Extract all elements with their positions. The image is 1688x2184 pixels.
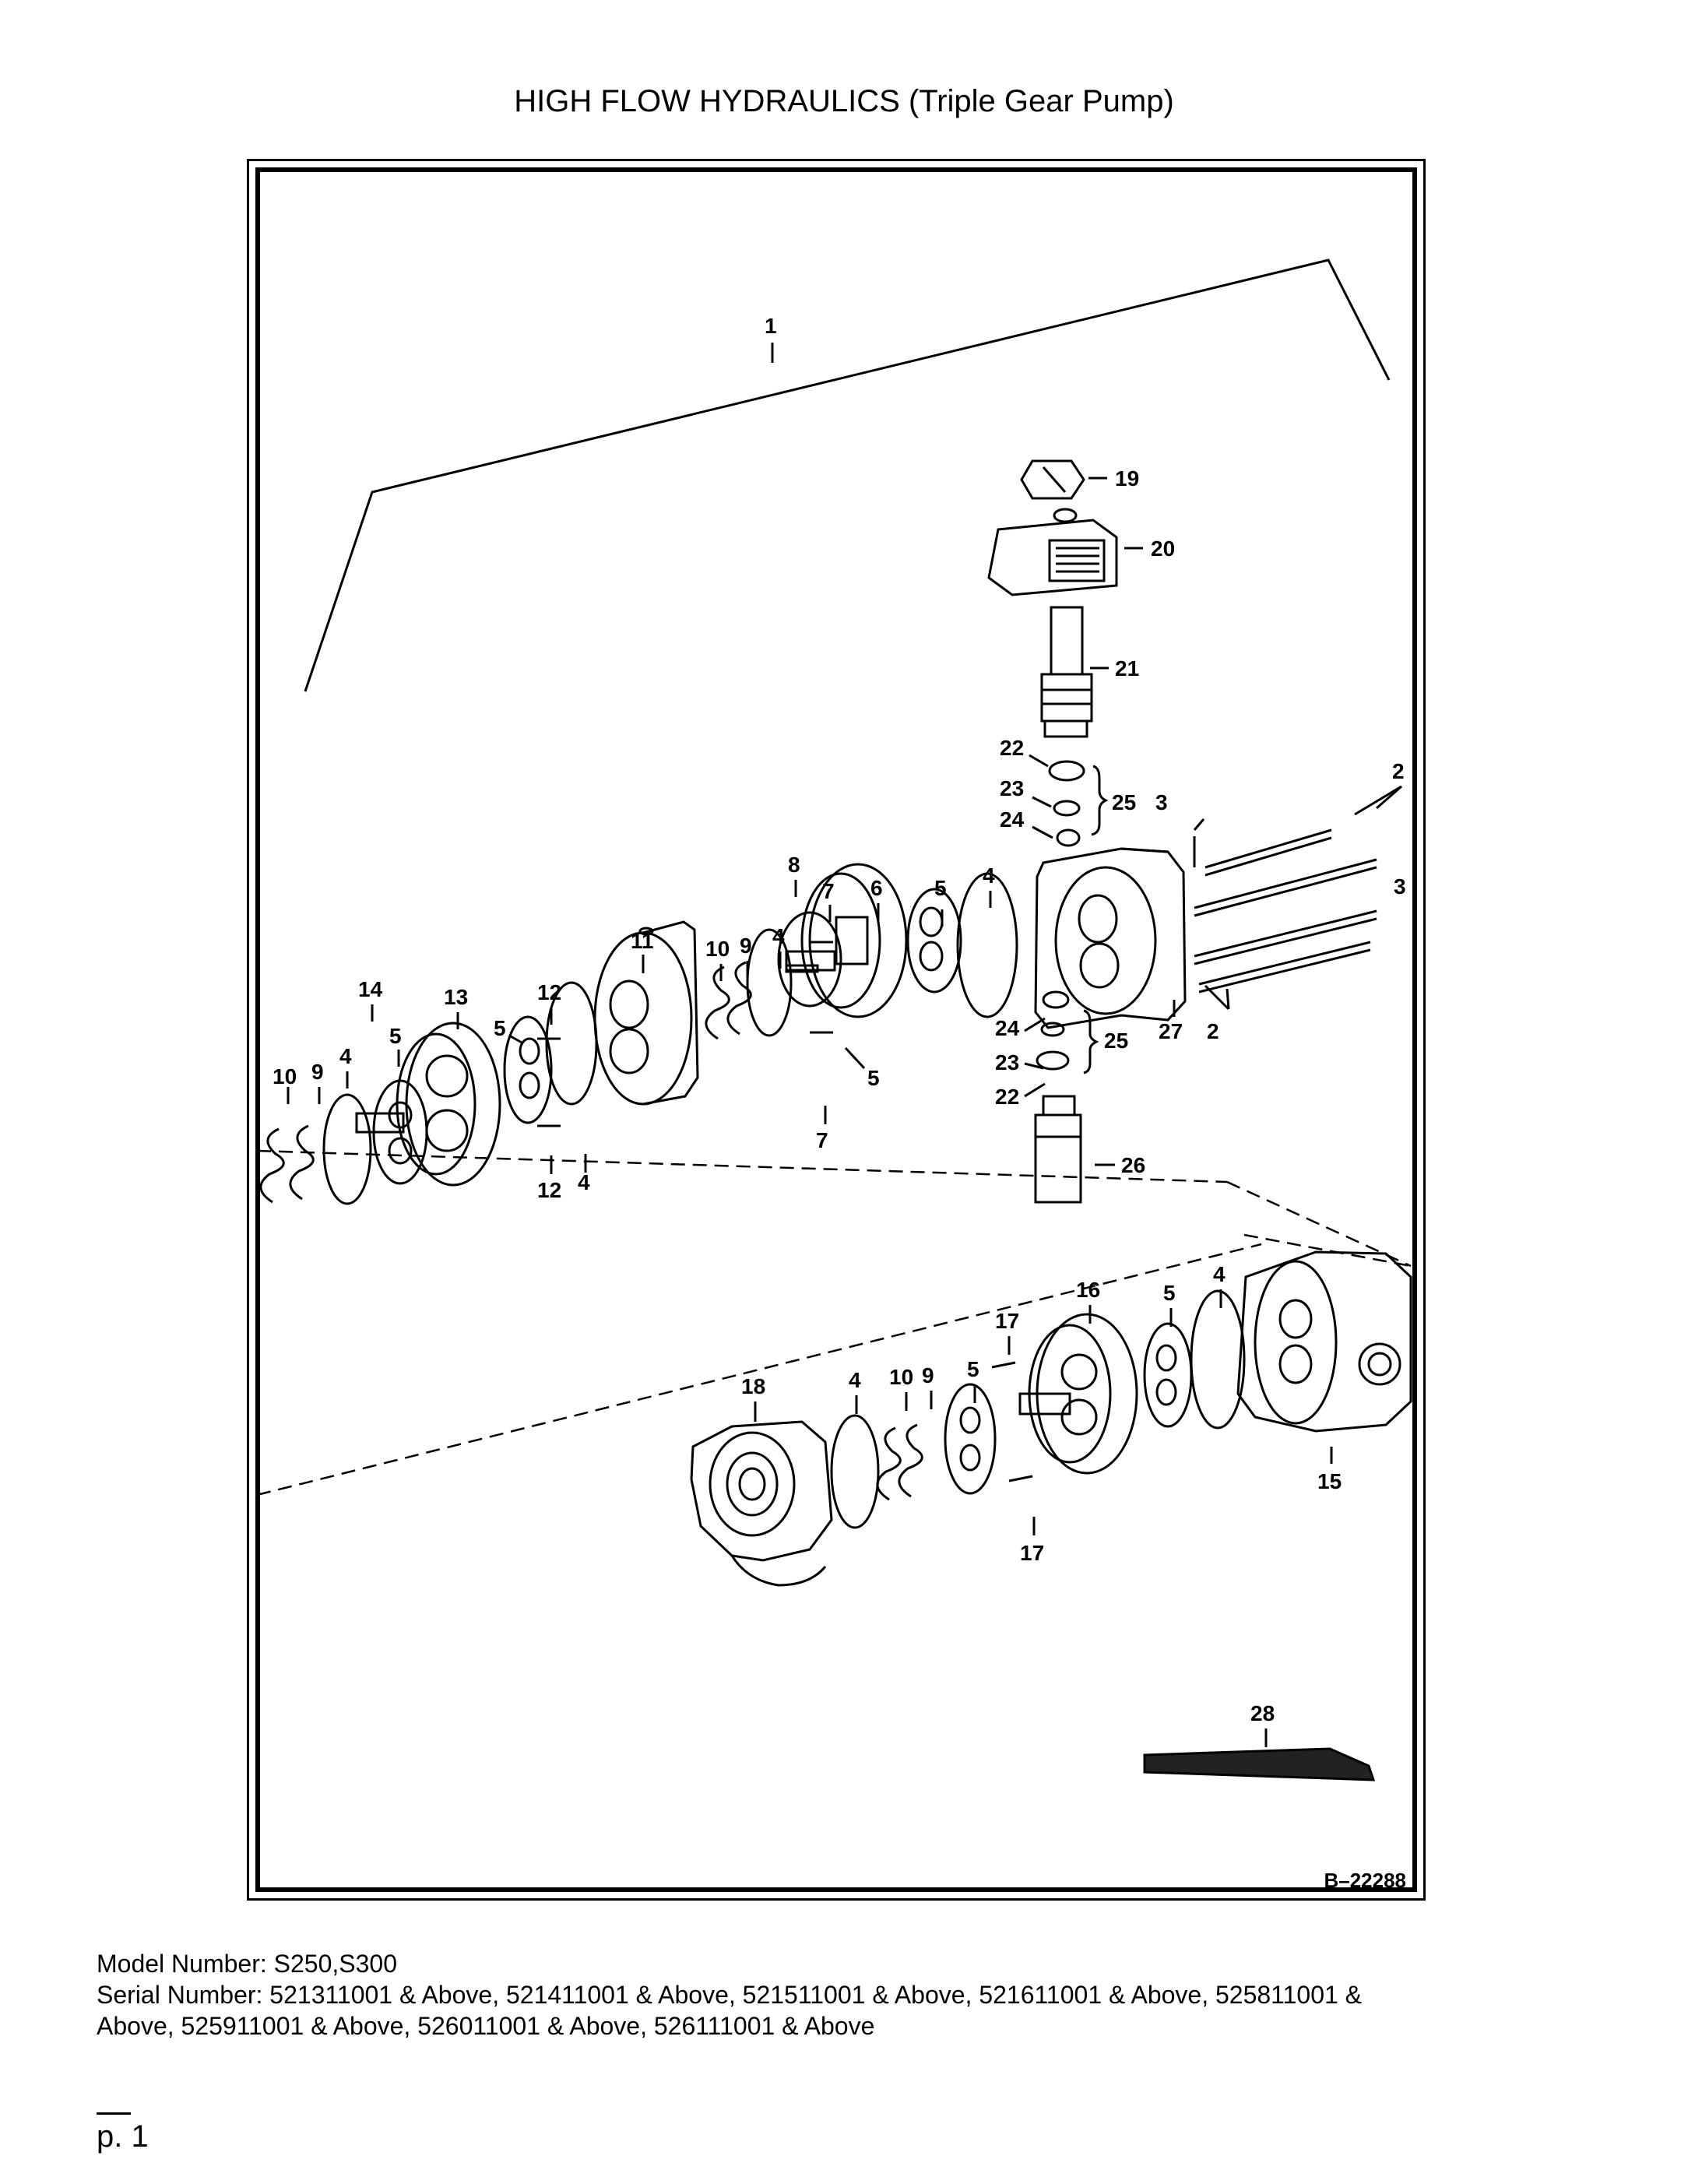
page-number: p. 1: [97, 2119, 149, 2154]
diagram-frame: [247, 159, 1426, 1901]
valve-cartridge: [1040, 606, 1093, 738]
gear-housing-front: [800, 863, 908, 1018]
callout-9: 9: [922, 1363, 934, 1387]
wear-plate: [944, 1383, 997, 1495]
callout-27: 27: [1159, 1019, 1183, 1043]
seal-kit-28: [1143, 1747, 1376, 1781]
dowel-pin: [991, 1361, 1016, 1369]
callout-5: 5: [867, 1066, 880, 1090]
drive-shaft-14: [355, 1112, 405, 1134]
callout-18: 18: [741, 1374, 765, 1398]
page-divider: [97, 2112, 131, 2115]
callout-23: 23: [1000, 776, 1024, 800]
callout-24: 24: [1000, 807, 1025, 832]
callout-4: 4: [849, 1368, 861, 1392]
callout-17: 17: [1020, 1541, 1044, 1565]
callout-7: 7: [816, 1128, 828, 1152]
callout-10: 10: [273, 1064, 297, 1088]
serial-number-line-2: Above, 525911001 & Above, 526011001 & Ab…: [97, 2012, 875, 2040]
callout-17: 17: [995, 1309, 1019, 1333]
callout-7: 7: [822, 879, 835, 903]
callout-5: 5: [389, 1024, 402, 1048]
footer-info: Model Number: S250,S300 Serial Number: 5…: [97, 1948, 1576, 2042]
callout-4: 4: [1213, 1262, 1226, 1286]
callout-16: 16: [1076, 1278, 1100, 1302]
o-ring: [545, 981, 598, 1106]
wear-plate: [906, 888, 962, 994]
callout-2: 2: [1207, 1019, 1219, 1043]
callout-20: 20: [1151, 536, 1175, 561]
pump-body-rear: [1034, 847, 1187, 1029]
plug-valve: [1034, 1095, 1082, 1204]
wear-plate-front: [372, 1079, 428, 1185]
dowel-pin: [1008, 1475, 1033, 1482]
gear-section-13: [396, 1022, 501, 1187]
serial-number-line-1: Serial Number: 521311001 & Above, 521411…: [97, 1981, 1363, 2009]
front-housing-15: [1236, 1250, 1412, 1433]
callout-19: 19: [1115, 466, 1139, 491]
callout-23: 23: [995, 1050, 1019, 1074]
callout-4: 4: [339, 1044, 352, 1068]
callout-9: 9: [311, 1060, 324, 1084]
callout-5: 5: [494, 1016, 506, 1040]
o-ring: [746, 928, 793, 1037]
seal-clips: [259, 1124, 315, 1204]
callout-8: 8: [788, 853, 800, 877]
valve-seals-upper: [1048, 760, 1109, 847]
wear-plate: [1143, 1322, 1193, 1428]
callout-10: 10: [889, 1365, 913, 1389]
callout-4: 4: [578, 1170, 590, 1194]
callout-leaders: [287, 343, 1402, 1747]
diagram-frame-inner: [255, 167, 1417, 1892]
page-title: HIGH FLOW HYDRAULICS (Triple Gear Pump): [514, 84, 1174, 118]
solenoid-coil: [987, 508, 1118, 596]
assembly-guide-lines: [255, 1149, 1412, 1496]
assembly-bracket: [304, 258, 1391, 692]
callout-21: 21: [1115, 656, 1139, 681]
callout-4: 4: [772, 924, 785, 948]
callout-25: 25: [1112, 790, 1136, 814]
callout-9: 9: [740, 934, 752, 958]
callout-22: 22: [1000, 736, 1024, 760]
callout-4: 4: [983, 863, 995, 888]
callout-3: 3: [1155, 790, 1168, 814]
o-ring: [322, 1093, 372, 1205]
callout-11: 11: [631, 929, 654, 953]
o-ring: [830, 1414, 880, 1529]
callout-5: 5: [1163, 1281, 1176, 1305]
callout-24: 24: [995, 1016, 1020, 1040]
callout-5: 5: [967, 1357, 979, 1381]
callout-26: 26: [1121, 1153, 1145, 1177]
callout-14: 14: [358, 977, 383, 1001]
tie-bolts: [1194, 828, 1377, 994]
callout-2: 2: [1392, 759, 1405, 783]
callout-10: 10: [705, 937, 730, 961]
model-number: Model Number: S250,S300: [97, 1950, 397, 1978]
callout-15: 15: [1317, 1469, 1342, 1493]
drive-shaft-8: [785, 950, 836, 972]
callout-22: 22: [995, 1085, 1019, 1109]
o-ring: [956, 872, 1018, 1018]
callout-28: 28: [1250, 1701, 1275, 1725]
callout-6: 6: [870, 876, 883, 900]
callout-3: 3: [1394, 874, 1406, 899]
seal-clips: [876, 1423, 923, 1501]
callout-1: 1: [765, 314, 777, 338]
o-ring: [1190, 1289, 1246, 1430]
solenoid-nut: [1020, 459, 1085, 500]
wear-plate: [503, 1015, 553, 1124]
callout-12: 12: [537, 1178, 561, 1202]
input-shaft: [1018, 1392, 1071, 1416]
callout-13: 13: [444, 985, 468, 1009]
drawing-number: B–22288: [1324, 1869, 1406, 1892]
callout-12: 12: [537, 980, 561, 1004]
seal-clips: [705, 961, 752, 1040]
callout-5: 5: [934, 876, 947, 900]
valve-seals-lower: [1036, 990, 1099, 1074]
mounting-flange-18: [690, 1420, 833, 1587]
callout-25: 25: [1104, 1029, 1128, 1053]
